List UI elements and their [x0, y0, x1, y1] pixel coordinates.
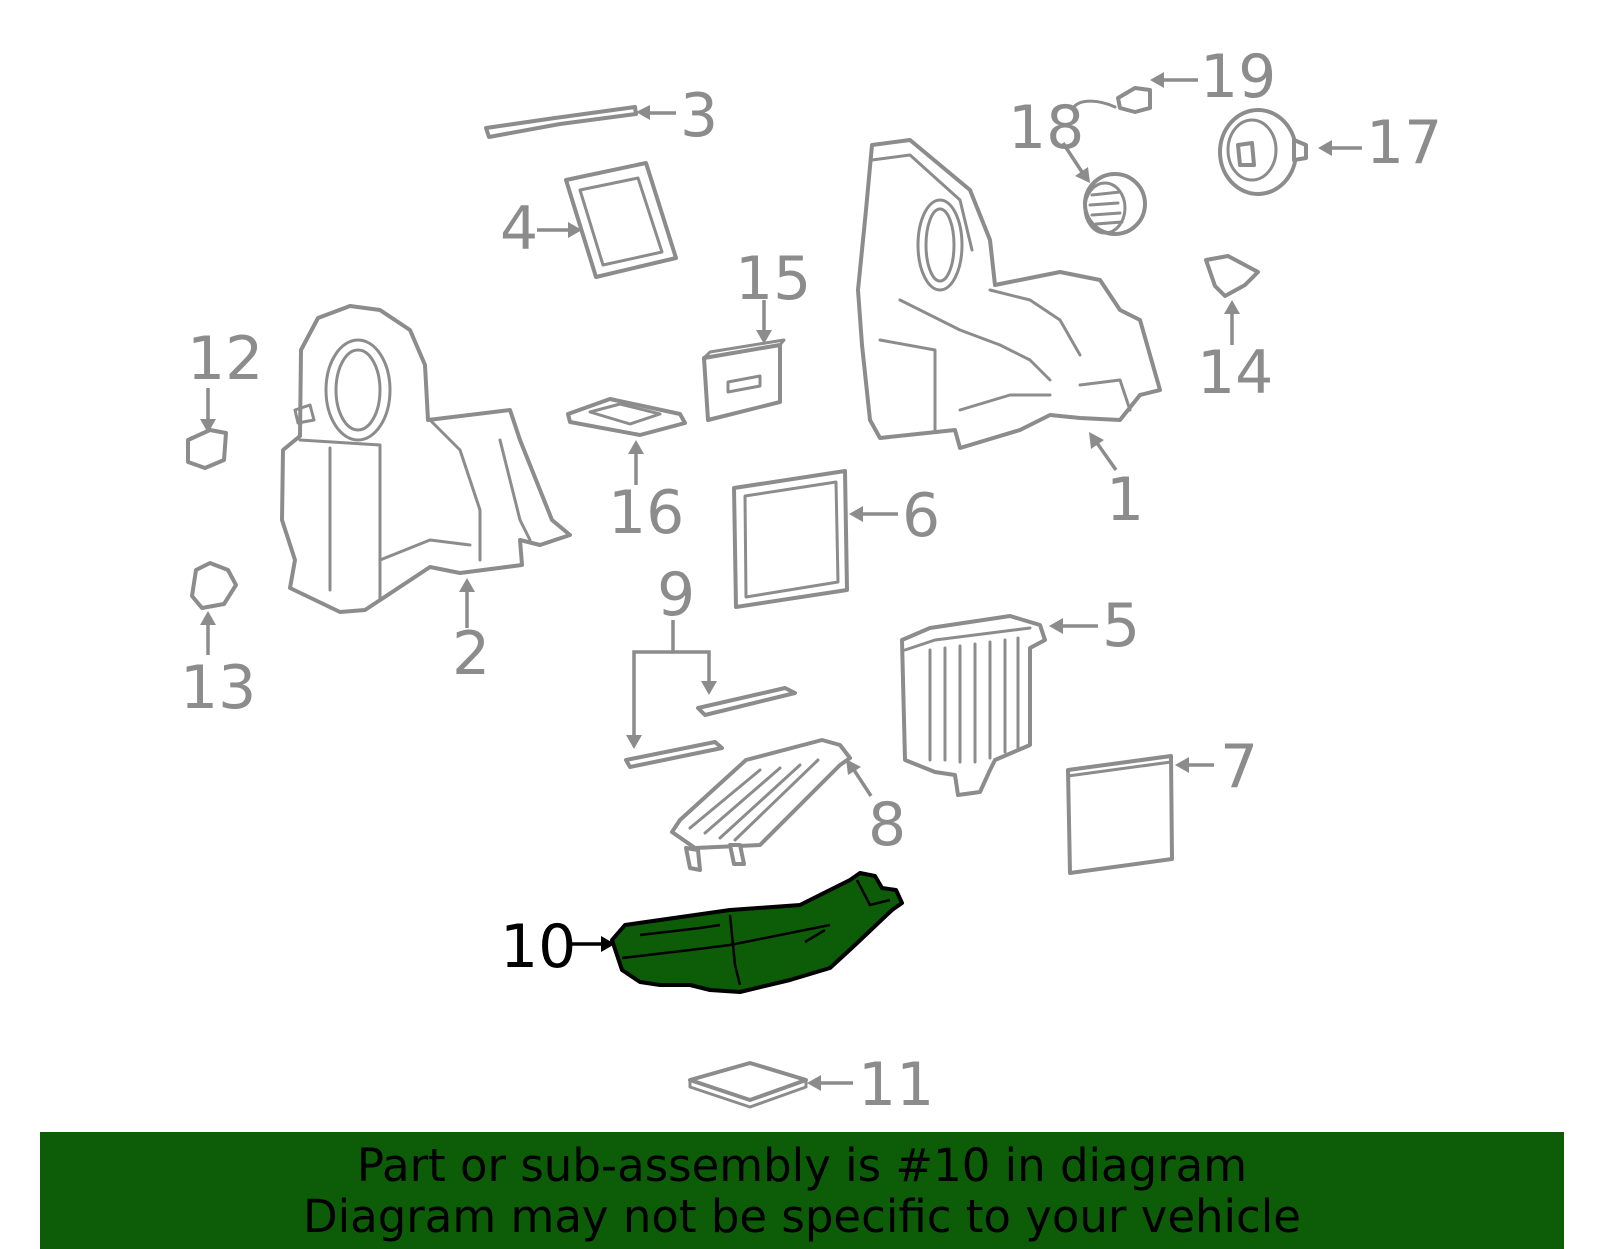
- callout-19[interactable]: 19: [1200, 42, 1276, 112]
- part-14-clip[interactable]: [1204, 254, 1260, 298]
- part-9-seal-upper[interactable]: [696, 686, 797, 717]
- part-18-blower-wheel[interactable]: [1083, 172, 1147, 236]
- part-10-highlighted[interactable]: [610, 871, 904, 994]
- banner-line-disclaimer: Diagram may not be specific to your vehi…: [303, 1189, 1301, 1243]
- leader-lines: [200, 72, 1362, 1091]
- callout-8[interactable]: 8: [868, 790, 906, 860]
- part-12-clip[interactable]: [186, 428, 228, 470]
- part-19-harness[interactable]: [1071, 86, 1152, 114]
- part-4-filter-frame[interactable]: [564, 161, 678, 279]
- callout-9[interactable]: 9: [657, 560, 695, 630]
- callout-2[interactable]: 2: [452, 619, 490, 689]
- callout-7[interactable]: 7: [1220, 732, 1258, 802]
- callout-15[interactable]: 15: [735, 244, 811, 314]
- part-2-lower-case[interactable]: [280, 304, 572, 614]
- part-6-filter-frame[interactable]: [732, 469, 849, 609]
- part-13-clip[interactable]: [190, 561, 238, 610]
- part-8-heater-core[interactable]: [670, 738, 852, 872]
- part-5-evaporator[interactable]: [900, 614, 1047, 797]
- callout-17[interactable]: 17: [1366, 108, 1442, 178]
- callout-5[interactable]: 5: [1102, 591, 1140, 661]
- callout-4[interactable]: 4: [500, 194, 538, 264]
- callout-16[interactable]: 16: [608, 478, 684, 548]
- callout-1[interactable]: 1: [1106, 465, 1144, 535]
- part-11-filter[interactable]: [688, 1061, 808, 1109]
- part-15-actuator[interactable]: [702, 338, 786, 422]
- callout-18[interactable]: 18: [1008, 93, 1084, 163]
- callout-3[interactable]: 3: [680, 81, 718, 151]
- part-1-upper-case[interactable]: [856, 138, 1162, 450]
- part-3-strip[interactable]: [484, 105, 638, 139]
- info-banner: Part or sub-assembly is #10 in diagram D…: [40, 1132, 1564, 1249]
- part-17-blower-motor[interactable]: [1218, 108, 1308, 196]
- callout-10[interactable]: 10: [500, 912, 576, 982]
- part-7-filter[interactable]: [1066, 754, 1174, 875]
- part-9-seal-lower[interactable]: [624, 740, 724, 769]
- callout-6[interactable]: 6: [902, 481, 940, 551]
- part-16-door[interactable]: [566, 397, 687, 437]
- callout-labels: 1 2 3 4 5 6 7 8 9 10 11 12 13 14 15 16 1…: [180, 42, 1442, 1120]
- banner-line-part: Part or sub-assembly is #10 in diagram: [356, 1138, 1248, 1192]
- callout-14[interactable]: 14: [1197, 338, 1273, 408]
- callout-11[interactable]: 11: [858, 1050, 934, 1120]
- callout-13[interactable]: 13: [180, 653, 256, 723]
- callout-12[interactable]: 12: [187, 324, 263, 394]
